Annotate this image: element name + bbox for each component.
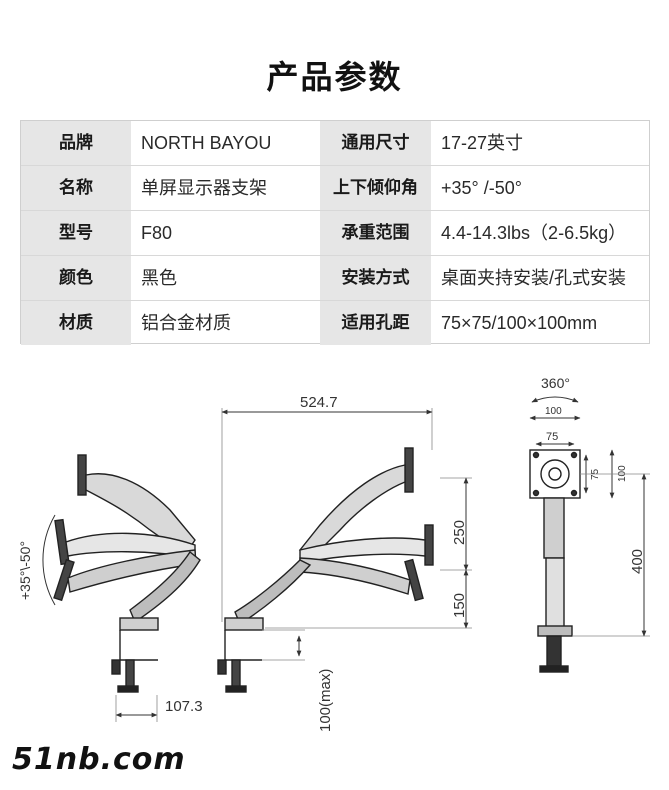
spec-row: 材质 铝合金材质 适用孔距 75×75/100×100mm [21, 301, 649, 345]
row-divider [21, 255, 649, 256]
vesa-outer-height-label: 100 [617, 465, 628, 482]
clamp-frame [119, 630, 158, 661]
spec-label: 颜色 [21, 256, 131, 300]
clamp-screw [231, 659, 241, 689]
front-arm-lower [545, 557, 565, 629]
spec-row: 颜色 黑色 安装方式 桌面夹持安装/孔式安装 [21, 256, 649, 300]
spec-label: 名称 [21, 166, 131, 210]
spec-row: 名称 单屏显示器支架 上下倾仰角 +35° /-50° [21, 166, 649, 210]
arm-lowered [299, 557, 411, 595]
vesa-outer-width-label: 100 [545, 406, 562, 417]
spec-value: 75×75/100×100mm [441, 313, 598, 333]
spec-label: 适用孔距 [320, 301, 431, 345]
upper-height-label: 250 [451, 520, 468, 545]
clamp-pad [225, 685, 247, 693]
rotation-arc [531, 396, 579, 403]
spec-label: 型号 [21, 211, 131, 255]
middle-arm-side-view [217, 447, 434, 693]
front-pole-base [537, 625, 573, 637]
clamp-pad [117, 685, 139, 693]
spec-label: 品牌 [21, 121, 131, 165]
rotation-label: 360° [541, 375, 570, 391]
total-height-label: 400 [629, 549, 646, 574]
spec-value: 黑色 [141, 268, 177, 288]
spec-table: 品牌 NORTH BAYOU 通用尺寸 17-27英寸 名称 单屏显示器支架 上… [20, 120, 650, 345]
lower-arm [234, 559, 312, 626]
pole-base [224, 617, 264, 631]
pole-base [119, 617, 159, 631]
front-view [529, 449, 581, 673]
page-title: 产品参数 [266, 58, 403, 96]
front-clamp-pad [539, 665, 569, 673]
row-divider [21, 165, 649, 166]
spec-value: 4.4-14.3lbs（2-6.5kg） [441, 223, 627, 243]
spec-label: 安装方式 [320, 256, 431, 300]
mount-plate-top [77, 454, 87, 496]
front-arm-upper [543, 497, 565, 559]
tilt-arc [42, 514, 56, 606]
spec-value: 铝合金材质 [141, 313, 231, 333]
spec-label: 承重范围 [320, 211, 431, 255]
clamp-left [217, 659, 227, 675]
row-divider [21, 210, 649, 211]
clamp-left [111, 659, 121, 675]
spec-value: 单屏显示器支架 [141, 178, 267, 198]
vesa-inner-width-label: 75 [546, 431, 558, 443]
reach-label: 524.7 [300, 394, 338, 411]
spec-row: 品牌 NORTH BAYOU 通用尺寸 17-27英寸 [21, 121, 649, 165]
mount-plate-upper [404, 447, 414, 493]
front-clamp-screw [546, 635, 562, 667]
spec-label: 通用尺寸 [320, 121, 431, 165]
clamp-max-label: 100(max) [317, 669, 334, 732]
clamp-screw [125, 659, 135, 689]
mount-plate-center [424, 524, 434, 566]
spec-value: F80 [141, 223, 173, 243]
spec-value: +35° /-50° [441, 178, 522, 198]
left-arm-side-view [53, 454, 201, 693]
lower-height-label: 150 [451, 593, 468, 618]
row-divider [21, 300, 649, 301]
spec-label: 上下倾仰角 [320, 166, 431, 210]
spec-label: 材质 [21, 301, 131, 345]
spec-value: 桌面夹持安装/孔式安装 [441, 268, 626, 288]
dimension-diagram: +35°\-50° 107.3 524.7 250 150 100(max) [17, 375, 650, 732]
spec-value: NORTH BAYOU [141, 133, 272, 153]
spec-value: 17-27英寸 [441, 133, 524, 153]
tilt-angle-label: +35°\-50° [17, 541, 33, 600]
watermark-logo: 51nb.com [12, 742, 186, 777]
spec-row: 型号 F80 承重范围 4.4-14.3lbs（2-6.5kg） [21, 211, 649, 255]
clamp-frame [224, 630, 262, 661]
clamp-depth-label: 107.3 [165, 698, 203, 715]
